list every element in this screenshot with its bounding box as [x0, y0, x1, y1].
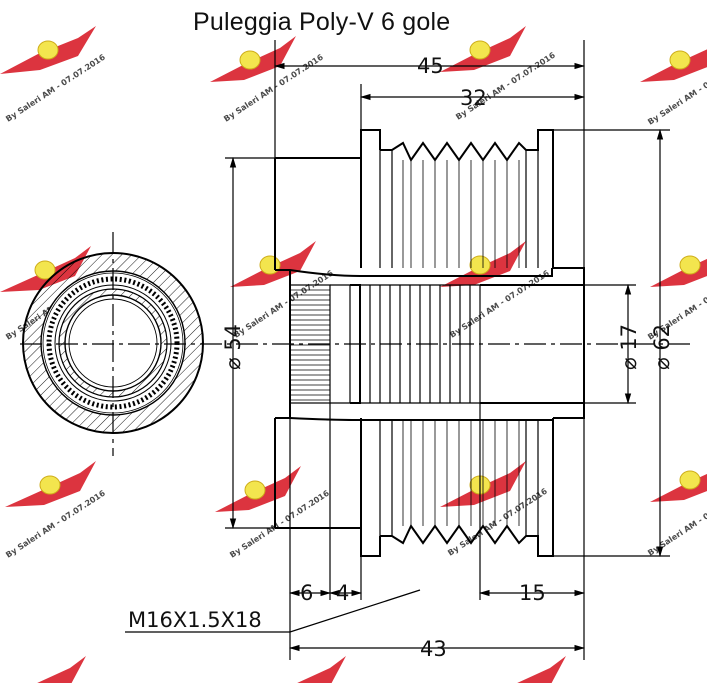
spline-teeth	[290, 289, 330, 401]
dim-groove-width: 32	[460, 86, 487, 110]
dim-overall-width: 45	[417, 54, 444, 78]
watermark-logo	[517, 656, 566, 683]
dim-right-length: 15	[519, 581, 546, 605]
dim-bore-diameter: ⌀ 17	[617, 324, 641, 370]
watermark-logo	[640, 49, 707, 82]
watermark-logo	[650, 470, 707, 502]
watermark-logo	[37, 656, 86, 683]
dim-thread: M16X1.5X18	[128, 608, 262, 632]
dim-hub-diameter: ⌀ 54	[221, 324, 245, 370]
watermark-logo	[440, 241, 526, 287]
drawing-title: Puleggia Poly-V 6 gole	[193, 8, 451, 36]
dim-total-length: 43	[420, 637, 447, 661]
watermark-logo	[440, 26, 526, 72]
watermark-logo	[210, 36, 296, 82]
dimension-labels: 45 32 ⌀ 54 ⌀ 62 ⌀ 17 6 4 15 43 M16X1.5X1…	[128, 54, 674, 661]
watermark-logo	[650, 255, 707, 287]
dim-spline-depth: 4	[336, 581, 349, 605]
watermark-logo	[0, 26, 96, 74]
watermark-logo	[215, 466, 301, 512]
watermark-logo	[5, 461, 96, 507]
dim-left-offset: 6	[300, 581, 313, 605]
watermark-logo	[297, 656, 346, 683]
dimension-lines	[125, 40, 670, 660]
watermark-logo	[230, 241, 316, 287]
dim-outer-diameter: ⌀ 62	[650, 324, 674, 370]
